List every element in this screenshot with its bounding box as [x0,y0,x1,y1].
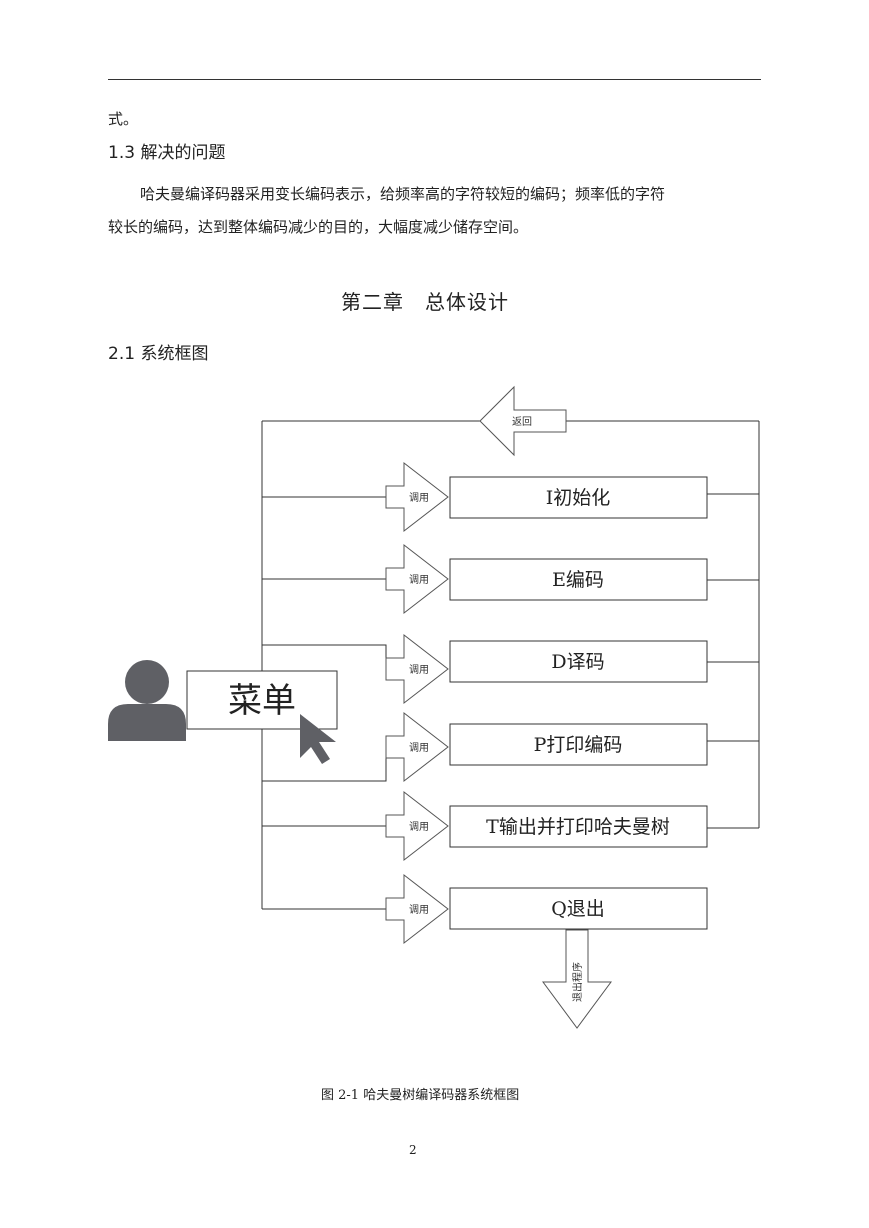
call-arrow: 调用 [385,461,449,533]
process-box-decode: D译码 [449,640,708,683]
continued-text: 式。 [108,110,139,128]
process-box-label: P打印编码 [534,734,623,756]
process-box-label: T输出并打印哈夫曼树 [486,816,670,838]
call-arrow: 调用 [385,790,449,862]
call-arrow-label: 调用 [409,904,429,916]
call-arrow: 调用 [385,711,449,783]
exit-arrow: 退出程序 [542,929,612,1029]
process-box-init: I初始化 [449,476,708,519]
exit-arrow-label: 退出程序 [571,962,584,1002]
process-box-label: Q退出 [551,898,605,920]
chapter-title: 第二章 总体设计 [341,290,509,314]
call-arrow-label: 调用 [409,574,429,586]
call-arrow: 调用 [385,873,449,945]
process-box-label: E编码 [552,569,604,591]
header-rule [108,79,761,80]
call-arrow-label: 调用 [409,664,429,676]
figure-caption: 图 2-1 哈夫曼树编译码器系统框图 [321,1088,520,1103]
call-arrow-label: 调用 [409,821,429,833]
return-arrow-label: 返回 [512,416,532,428]
process-box-encode: E编码 [449,558,708,601]
process-box-label: D译码 [551,651,604,673]
branch-line-decode [262,644,387,661]
call-arrow-label: 调用 [409,742,429,754]
cursor-icon [300,714,336,764]
user-icon [108,660,186,741]
menu-box: 菜单 [186,670,338,730]
call-arrow-label: 调用 [409,492,429,504]
return-arrow: 返回 [479,385,567,457]
paragraph-line-1: 哈夫曼编译码器采用变长编码表示，给频率高的字符较短的编码；频率低的字符 [140,185,666,203]
paragraph-line-2: 较长的编码，达到整体编码减少的目的，大幅度减少储存空间。 [108,218,529,236]
process-box-print: P打印编码 [449,723,708,766]
section-heading-2-1: 2.1 系统框图 [108,344,209,364]
section-heading-1-3: 1.3 解决的问题 [108,143,226,163]
process-box-tree: T输出并打印哈夫曼树 [449,805,708,848]
page-number: 2 [409,1143,417,1157]
menu-label: 菜单 [228,681,296,721]
call-arrow: 调用 [385,633,449,705]
process-box-quit: Q退出 [449,887,708,930]
call-arrow: 调用 [385,543,449,615]
process-box-label: I初始化 [546,487,611,509]
